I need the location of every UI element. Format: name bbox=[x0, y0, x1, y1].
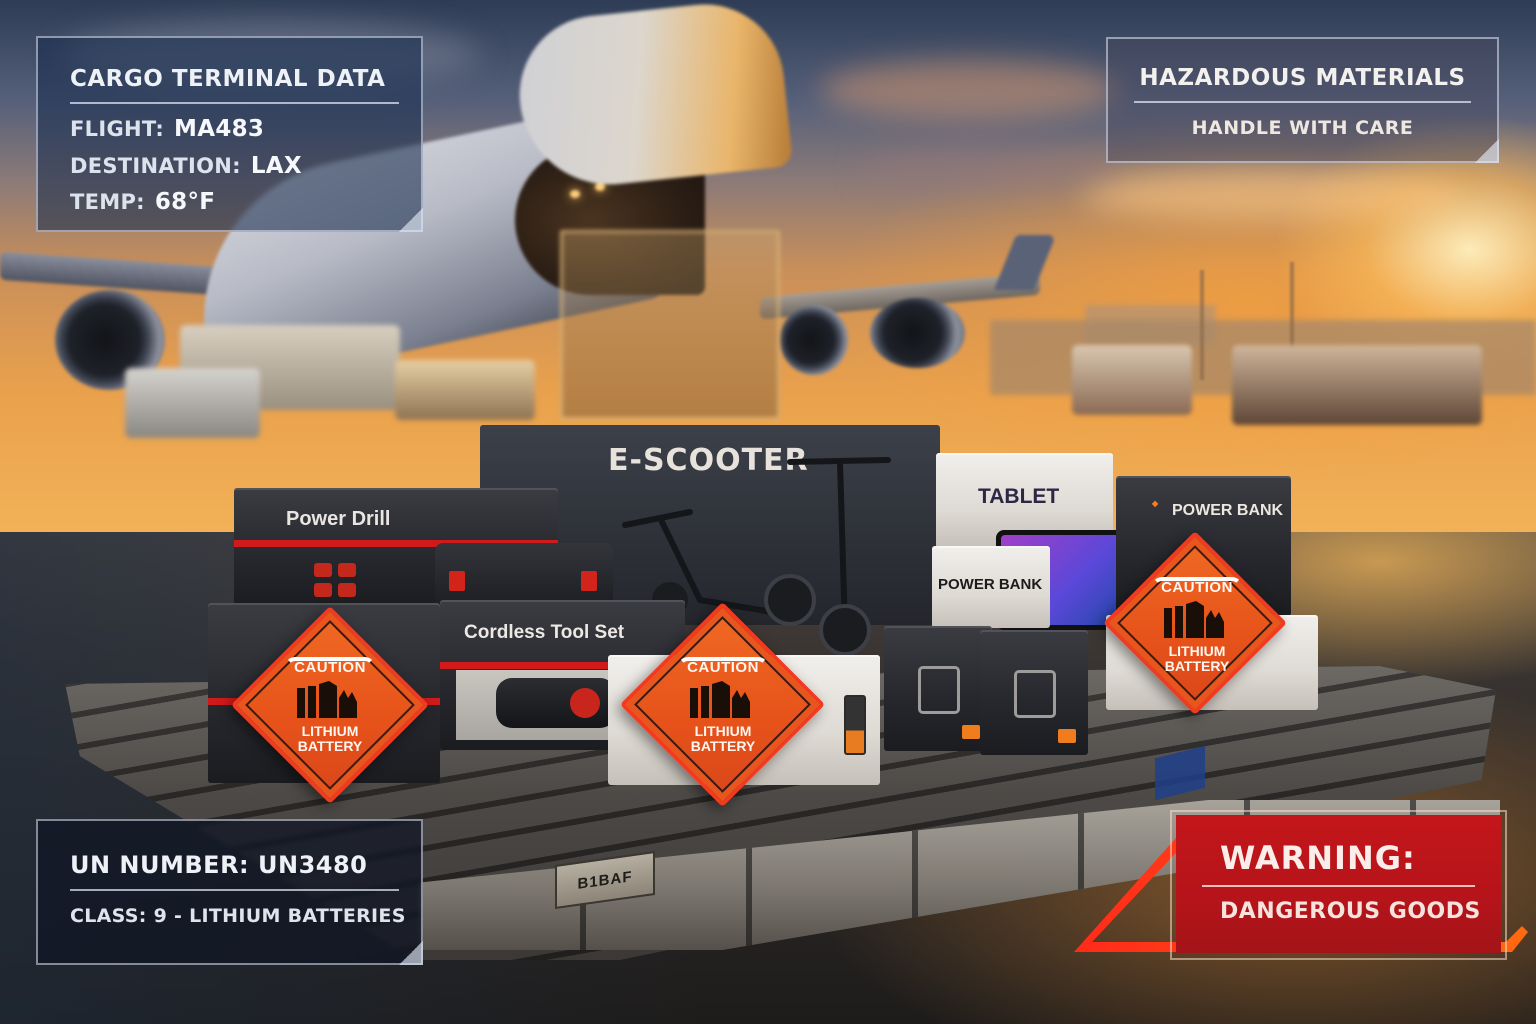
cargo-terminal-panel: CARGO TERMINAL DATA FLIGHT: MA483 DESTINA… bbox=[36, 36, 423, 232]
battery-text: BATTERY bbox=[690, 737, 756, 754]
lithium-text: LITHIUM bbox=[1168, 642, 1226, 659]
destination-label: DESTINATION: bbox=[70, 154, 241, 178]
power-drill-label: Power Drill bbox=[286, 508, 391, 530]
flight-value: MA483 bbox=[174, 116, 265, 142]
hazard-label-text: CAUTION LITHIUM BATTERY bbox=[648, 630, 798, 780]
divider bbox=[70, 889, 399, 891]
jet-engine bbox=[870, 298, 965, 368]
panel-title: HAZARDOUS MATERIALS bbox=[1139, 65, 1466, 91]
warning-title: WARNING: bbox=[1220, 839, 1416, 877]
box-stripe bbox=[440, 662, 685, 669]
battery-fire-icon bbox=[297, 680, 357, 718]
hazard-label-text: CAUTION LITHIUM BATTERY bbox=[1122, 550, 1272, 700]
panel-title: CARGO TERMINAL DATA bbox=[70, 66, 386, 92]
cloud bbox=[820, 60, 1120, 120]
divider bbox=[1202, 885, 1475, 887]
lithium-text: LITHIUM bbox=[301, 722, 359, 739]
case-latch bbox=[449, 571, 465, 591]
battery-fire-icon bbox=[1164, 600, 1224, 638]
tablet-label: TABLET bbox=[978, 485, 1060, 508]
device-box bbox=[980, 630, 1088, 755]
device-window bbox=[918, 666, 960, 714]
caution-text: CAUTION bbox=[1161, 578, 1233, 596]
un-number-panel: UN NUMBER: UN3480 CLASS: 9 - LITHIUM BAT… bbox=[36, 819, 423, 965]
drill-graphic bbox=[314, 563, 356, 597]
panel-subtitle: HANDLE WITH CARE bbox=[1191, 117, 1414, 139]
warning-subtitle: DANGEROUS GOODS bbox=[1220, 899, 1481, 924]
roof-icon bbox=[1152, 576, 1242, 587]
device-window bbox=[1014, 670, 1056, 718]
hazard-class: CLASS: 9 - LITHIUM BATTERIES bbox=[70, 905, 406, 927]
jet-engine bbox=[780, 305, 848, 375]
cordless-tool-set-label: Cordless Tool Set bbox=[464, 622, 625, 643]
power-bank-label: POWER BANK bbox=[938, 576, 1043, 593]
brand-logo: ◆ bbox=[1152, 499, 1159, 508]
hazard-label-text: CAUTION LITHIUM BATTERY bbox=[255, 630, 405, 780]
battery-tag bbox=[1058, 729, 1076, 743]
cargo-tug bbox=[1232, 345, 1482, 425]
divider bbox=[1134, 101, 1471, 103]
caution-text: CAUTION bbox=[687, 658, 759, 676]
lithium-text: LITHIUM bbox=[694, 722, 752, 739]
hold-light bbox=[570, 190, 580, 198]
device-box bbox=[884, 626, 992, 751]
raised-nose-door bbox=[511, 0, 794, 194]
box-stripe bbox=[234, 540, 558, 547]
cloud bbox=[860, 150, 1120, 190]
battery-fire-icon bbox=[690, 680, 750, 718]
light-pole bbox=[1200, 270, 1204, 380]
dangerous-goods-warning-panel: WARNING: DANGEROUS GOODS bbox=[1176, 815, 1501, 953]
flight-row: FLIGHT: MA483 bbox=[70, 116, 264, 142]
hold-light bbox=[595, 183, 605, 191]
light-pole bbox=[1290, 262, 1294, 387]
divider bbox=[70, 102, 399, 104]
battery-text: BATTERY bbox=[297, 737, 363, 754]
roof-icon bbox=[285, 656, 375, 667]
tool-graphic bbox=[496, 678, 616, 728]
roof-icon bbox=[678, 656, 768, 667]
cloud bbox=[1080, 170, 1460, 220]
hazardous-materials-panel: HAZARDOUS MATERIALS HANDLE WITH CARE bbox=[1106, 37, 1499, 163]
temp-value: 68°F bbox=[154, 189, 216, 215]
battery-tag bbox=[962, 725, 980, 739]
flight-label: FLIGHT: bbox=[70, 117, 165, 141]
un-number: UN NUMBER: UN3480 bbox=[70, 851, 368, 879]
ground-service-cart bbox=[125, 368, 260, 438]
e-scooter-label: E-SCOOTER bbox=[608, 443, 809, 478]
temp-label: TEMP: bbox=[70, 190, 145, 214]
caution-text: CAUTION bbox=[294, 658, 366, 676]
destination-row: DESTINATION: LAX bbox=[70, 153, 302, 179]
case-latch bbox=[581, 571, 597, 591]
loading-platform bbox=[560, 230, 780, 420]
service-van bbox=[1072, 345, 1192, 415]
destination-value: LAX bbox=[250, 153, 302, 179]
warning-frame bbox=[1170, 810, 1507, 960]
battery-window bbox=[844, 695, 866, 755]
power-bank-label: POWER BANK bbox=[1172, 502, 1284, 519]
temp-row: TEMP: 68°F bbox=[70, 189, 215, 215]
ground-service-cart bbox=[395, 360, 535, 420]
power-bank-box: POWER BANK bbox=[932, 546, 1050, 628]
battery-text: BATTERY bbox=[1164, 657, 1230, 674]
